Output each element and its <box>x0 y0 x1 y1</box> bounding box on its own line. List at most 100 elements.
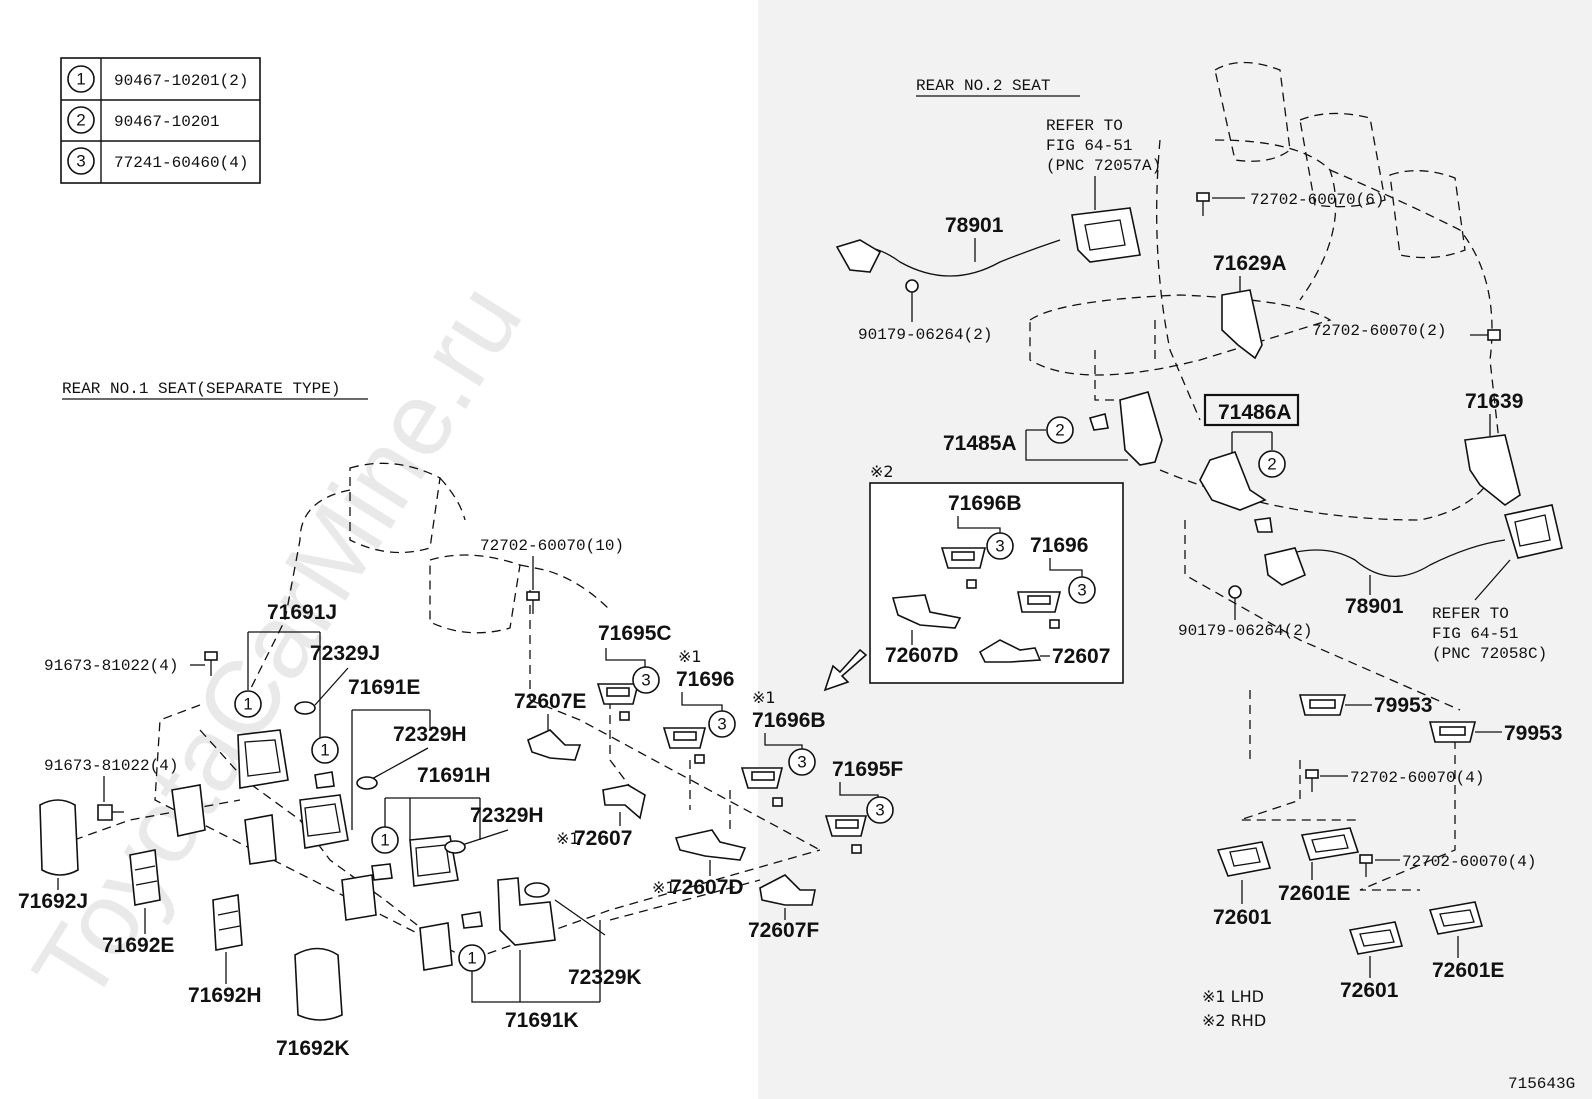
label-72702-6: 72702-60070(6) <box>1250 191 1384 209</box>
label-71691K: 71691K <box>505 1009 579 1032</box>
diagram-shape <box>1329 169 1501 451</box>
diagram-shape <box>1254 517 1273 533</box>
label-71629A: 71629A <box>1213 252 1287 275</box>
label-72329H-a: 72329H <box>393 723 467 746</box>
diagram-shape <box>1503 504 1563 559</box>
mark-71696: ※1 <box>678 647 702 666</box>
diagram-shape <box>1514 514 1551 547</box>
diagram-shape <box>371 826 399 854</box>
label-72702-10: 72702-60070(10) <box>480 537 624 555</box>
diagram-shape <box>708 710 736 738</box>
section-title-rear1: REAR NO.1 SEAT(SEPARATE TYPE) <box>62 380 340 398</box>
diagram-shape <box>605 648 646 668</box>
label-78901-top: 78901 <box>945 214 1004 237</box>
diagram-shape <box>67 147 95 175</box>
diagram-shape <box>1231 431 1273 455</box>
diagram-shape <box>1196 192 1210 202</box>
label-79953-b: 79953 <box>1504 722 1562 745</box>
label-72329K: 72329K <box>568 966 642 989</box>
diagram-shape <box>217 910 241 931</box>
rear2-seat-outline <box>1029 61 1501 891</box>
label-72607: 72607 <box>574 827 632 850</box>
diagram-shape <box>356 776 378 790</box>
box-label-71696: 71696 <box>1030 534 1088 557</box>
diagram-shape <box>966 579 977 589</box>
diagram-shape <box>1119 391 1163 466</box>
callout-number: 1 <box>243 695 252 714</box>
legend-part-1: 90467-10201(2) <box>114 72 248 90</box>
diagram-shape <box>429 554 521 634</box>
diagram-shape <box>471 899 606 1003</box>
diagram-shape <box>1264 547 1307 586</box>
diagram-shape <box>349 462 441 554</box>
diagram-shape <box>1221 289 1263 360</box>
diagram-shape <box>341 874 377 921</box>
diagram-shape <box>1428 901 1484 935</box>
rear1-seat-outline <box>59 462 821 961</box>
diagram-shape <box>314 771 335 789</box>
refer-bottom-3: (PNC 72058C) <box>1432 645 1547 663</box>
diagram-shape <box>851 844 862 854</box>
diagram-shape <box>1487 329 1501 341</box>
label-71692H: 71692H <box>188 984 262 1007</box>
diagram-shape <box>951 551 975 561</box>
diagram-shape <box>384 797 481 840</box>
diagram-shape <box>154 704 821 961</box>
diagram-shape <box>527 729 582 761</box>
diagram-shape <box>415 844 451 877</box>
callout-number: 3 <box>1077 581 1086 600</box>
diagram-shape <box>1474 559 1511 601</box>
legend-part-2: 90467-10201 <box>114 113 220 131</box>
diagram-shape <box>371 863 393 881</box>
callout-2-71486A <box>1258 450 1286 478</box>
label-71692J: 71692J <box>18 890 88 913</box>
note-lhd: ※1 LHD <box>1202 987 1264 1006</box>
diagram-shape <box>835 819 859 829</box>
label-72329H-b: 72329H <box>470 804 544 827</box>
diagram-shape <box>1229 847 1261 867</box>
refer-bottom-1: REFER TO <box>1432 605 1509 623</box>
diagram-shape <box>1439 909 1475 927</box>
label-71696B: 71696B <box>752 709 826 732</box>
label-90179-bottom: 90179-06264(2) <box>1178 622 1312 640</box>
mark-72607: ※1 <box>556 829 580 848</box>
diagram-shape <box>891 594 962 629</box>
diagram-shape <box>759 874 816 906</box>
diagram-shape <box>1228 585 1242 599</box>
label-78901-bottom: 78901 <box>1345 595 1404 618</box>
diagram-shape <box>1359 929 1395 947</box>
callout-number: 3 <box>995 537 1004 556</box>
diagram-shape <box>59 799 761 921</box>
diagram-shape <box>866 796 894 824</box>
label-72702-2: 72702-60070(2) <box>1312 322 1446 340</box>
label-72601-a: 72601 <box>1213 906 1272 929</box>
label-72601E-a: 72601E <box>1278 882 1350 905</box>
label-72702-4a: 72702-60070(4) <box>1350 769 1484 787</box>
legend-num-3: 3 <box>76 152 85 171</box>
diagram-shape <box>1269 539 1506 577</box>
diagram-shape <box>171 784 206 837</box>
diagram-shape <box>67 65 95 93</box>
label-71639: 71639 <box>1465 390 1523 413</box>
diagram-shape <box>674 829 747 861</box>
part-71692J <box>39 799 79 876</box>
diagram-shape <box>244 477 466 701</box>
label-72601-b: 72601 <box>1340 979 1399 1002</box>
diagram-shape <box>839 782 879 800</box>
diagram-shape <box>1025 429 1128 461</box>
diagram-shape <box>1348 921 1404 955</box>
diagram-shape <box>1239 690 1456 891</box>
diagram-shape <box>244 814 277 865</box>
diagram-shape <box>461 829 509 846</box>
diagram-shape <box>673 731 697 741</box>
label-71692K: 71692K <box>276 1037 350 1060</box>
diagram-shape <box>835 239 882 273</box>
direction-arrow <box>823 648 868 692</box>
label-72601E-b: 72601E <box>1432 959 1504 982</box>
label-71695F: 71695F <box>832 758 903 781</box>
label-91673-a: 91673-81022(4) <box>44 657 178 675</box>
diagram-shape <box>1300 827 1360 861</box>
diagram-shape <box>1049 619 1060 629</box>
label-71691J: 71691J <box>267 601 337 624</box>
